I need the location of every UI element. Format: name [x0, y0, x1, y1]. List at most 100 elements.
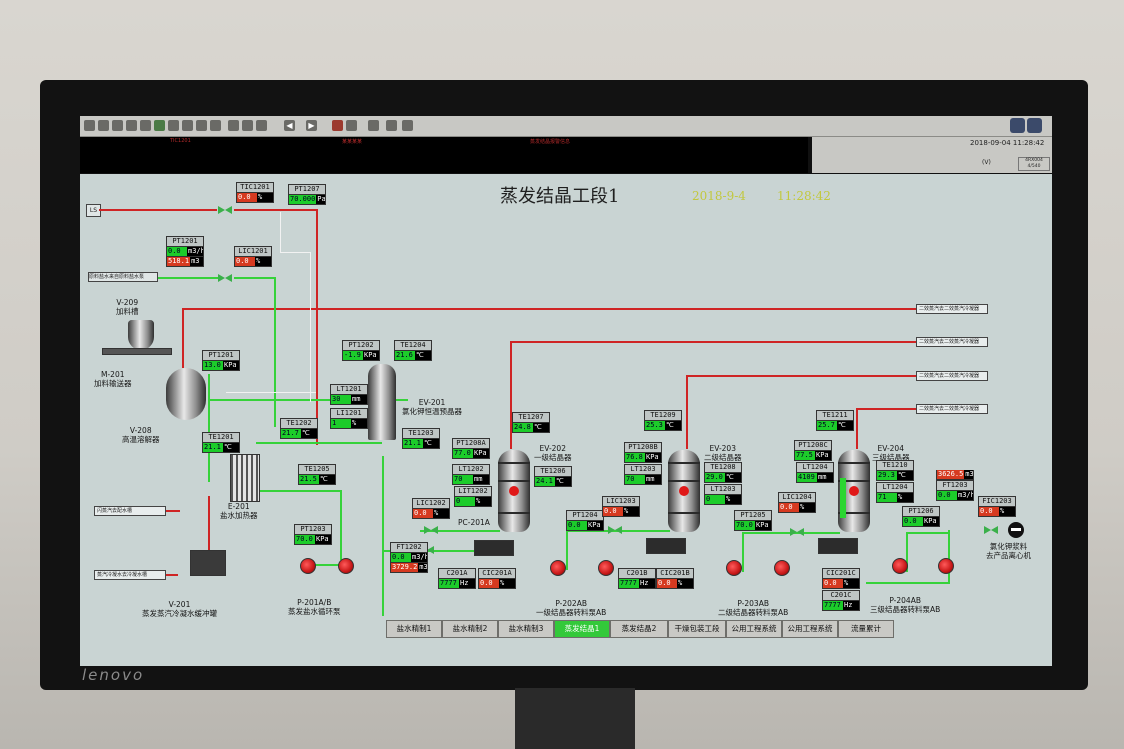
- monitor-icon[interactable]: [196, 120, 207, 131]
- pump-p201a[interactable]: [300, 558, 316, 574]
- circulation-pump-pc201a[interactable]: [474, 540, 514, 556]
- circulation-pump-pc201c[interactable]: [818, 538, 858, 554]
- back-icon[interactable]: ◀: [284, 120, 295, 131]
- doc3-icon[interactable]: [256, 120, 267, 131]
- nav-tab[interactable]: 流量累计: [838, 620, 894, 638]
- trend-icon[interactable]: [168, 120, 179, 131]
- feed-conveyor-m201[interactable]: [102, 348, 172, 355]
- mute-icon[interactable]: [346, 120, 357, 131]
- outflow-tag[interactable]: 闪蒸汽去配水槽: [94, 506, 166, 516]
- grid-icon[interactable]: [112, 120, 123, 131]
- control-valve-icon[interactable]: [424, 526, 438, 534]
- outflow-tag[interactable]: 二效蒸汽去二效蒸汽冷凝器: [916, 337, 988, 347]
- outflow-tag[interactable]: 蒸汽冷凝水去冷凝水槽: [94, 570, 166, 580]
- crystallizer-ev204[interactable]: [838, 450, 870, 532]
- condensate-tank-v201[interactable]: [190, 550, 226, 576]
- list-icon[interactable]: [126, 120, 137, 131]
- nav-tab-active[interactable]: 蒸发结晶1: [554, 620, 610, 638]
- nav-tab[interactable]: 盐水精制1: [386, 620, 442, 638]
- doc2-icon[interactable]: [242, 120, 253, 131]
- control-valve-icon[interactable]: [608, 526, 622, 534]
- centrifuge-arrow-icon[interactable]: [1008, 522, 1024, 538]
- alarm-message[interactable]: 某某某某: [342, 139, 363, 145]
- pump-p201b[interactable]: [338, 558, 354, 574]
- control-valve-icon[interactable]: [218, 274, 232, 282]
- nav-tab[interactable]: 干燥包装工段: [668, 620, 726, 638]
- pump-p204b[interactable]: [938, 558, 954, 574]
- nav-tab[interactable]: 公用工程系统: [782, 620, 838, 638]
- doc-icon[interactable]: [228, 120, 239, 131]
- nav-tab[interactable]: 盐水精制2: [442, 620, 498, 638]
- alarm-message[interactable]: 蒸发结晶报警信息: [530, 139, 571, 145]
- chart-icon[interactable]: [154, 120, 165, 131]
- nav-tab[interactable]: 蒸发结晶2: [610, 620, 668, 638]
- network-icon[interactable]: [1010, 118, 1025, 133]
- pump-p203b[interactable]: [774, 560, 790, 576]
- tool-icon[interactable]: [98, 120, 109, 131]
- home-icon[interactable]: [84, 120, 95, 131]
- alarm-icon[interactable]: [332, 120, 343, 131]
- report-icon[interactable]: [182, 120, 193, 131]
- key-icon[interactable]: [386, 120, 397, 131]
- layer-icon[interactable]: [368, 120, 379, 131]
- table-icon[interactable]: [140, 120, 151, 131]
- feed-tank-v209[interactable]: [128, 320, 154, 350]
- control-valve-icon[interactable]: [984, 526, 998, 534]
- dissolver-v208[interactable]: [166, 368, 206, 420]
- pump-p202b[interactable]: [598, 560, 614, 576]
- help-icon[interactable]: [402, 120, 413, 131]
- pump-p202a[interactable]: [550, 560, 566, 576]
- pump-p203a[interactable]: [726, 560, 742, 576]
- nav-tab[interactable]: 盐水精制3: [498, 620, 554, 638]
- crystallizer-ev203[interactable]: [668, 450, 700, 532]
- control-valve-icon[interactable]: [790, 528, 804, 536]
- circulation-pump-pc201b[interactable]: [646, 538, 686, 554]
- outflow-tag[interactable]: 二效蒸汽去二效蒸汽冷凝器: [916, 304, 988, 314]
- forward-icon[interactable]: ▶: [306, 120, 317, 131]
- crystallizer-ev202[interactable]: [498, 450, 530, 532]
- brine-heater-e201[interactable]: [230, 454, 260, 502]
- pump-p204a[interactable]: [892, 558, 908, 574]
- precrystallizer-ev201[interactable]: [368, 364, 396, 440]
